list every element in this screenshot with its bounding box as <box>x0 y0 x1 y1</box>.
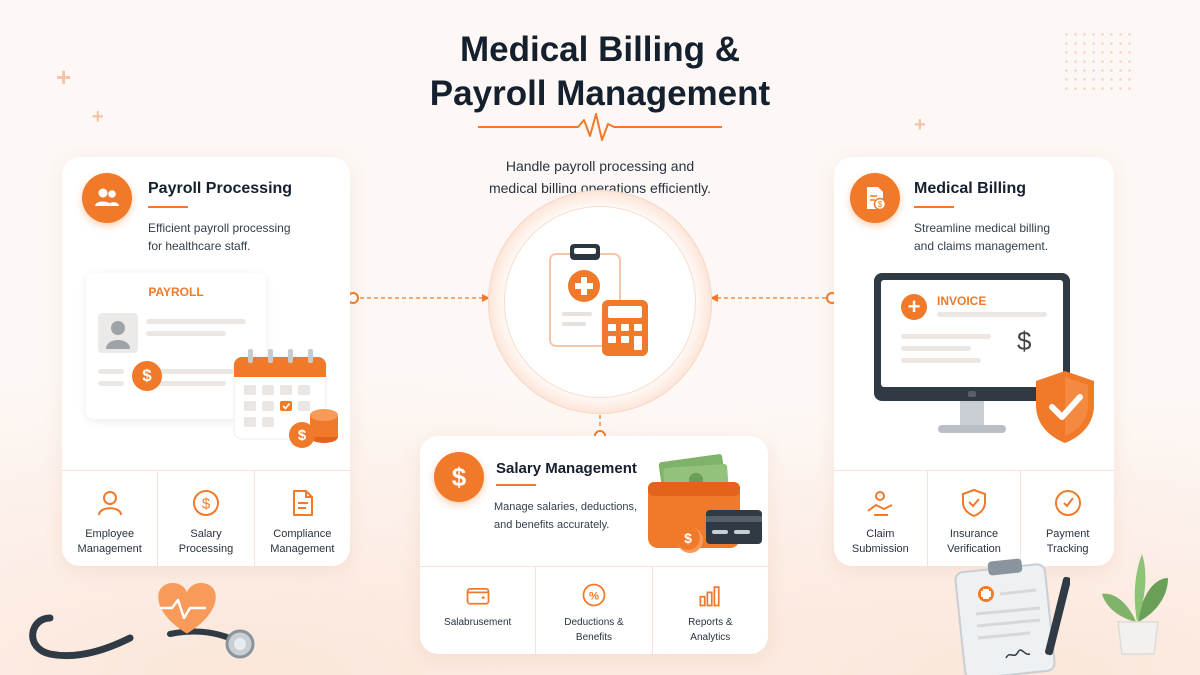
svg-text:%: % <box>589 590 599 602</box>
document-icon <box>293 490 314 516</box>
desc-line-2: and claims management. <box>914 239 1049 253</box>
page-title: Medical Billing & Payroll Management <box>0 28 1200 116</box>
potted-plant-icon <box>1102 554 1168 655</box>
salary-feature-row: Salabrusement % Deductions &Benefits Rep… <box>420 566 768 654</box>
feature-label: Deductions &Benefits <box>564 617 624 643</box>
page-subtitle: Handle payroll processing and medical bi… <box>400 155 800 199</box>
heartbeat-line-icon <box>478 113 722 141</box>
card-description: Manage salaries, deductions, and benefit… <box>494 498 637 534</box>
svg-text:$: $ <box>878 200 883 209</box>
svg-text:$: $ <box>298 427 307 444</box>
desc-line-2: and benefits accurately. <box>494 519 610 531</box>
card-description: Streamline medical billing and claims ma… <box>914 219 1050 255</box>
title-line-2: Payroll Management <box>429 74 771 113</box>
shield-check-icon <box>962 488 986 518</box>
title-underline <box>496 484 536 486</box>
shield-check-icon <box>1036 371 1094 443</box>
people-icon <box>82 173 132 223</box>
feature-label: Reports &Analytics <box>688 617 733 643</box>
hand-icon <box>867 491 893 516</box>
title-underline <box>148 206 188 208</box>
subtitle-line-2: medical billing operations efficiently. <box>488 180 712 196</box>
clipboard-pen-icon <box>954 558 1070 675</box>
bar-chart-icon <box>699 586 720 607</box>
avatar <box>98 313 138 353</box>
wallet-cash-icon: $ <box>648 454 762 553</box>
plus-decoration-icon: + <box>92 106 104 128</box>
feature-reports-analytics[interactable]: Reports &Analytics <box>651 567 768 654</box>
monitor-stand <box>960 401 984 427</box>
desc-line-1: Efficient payroll processing <box>148 221 291 235</box>
svg-text:$: $ <box>202 496 211 513</box>
card-inner: $ Salary Management Manage salaries, ded… <box>420 436 768 654</box>
percent-icon: % <box>582 583 606 607</box>
card-inner: Payroll Processing Efficient payroll pro… <box>62 157 350 566</box>
wallet-icon <box>466 588 490 605</box>
payroll-label: PAYROLL <box>148 285 204 299</box>
desc-line-1: Manage salaries, deductions, <box>494 501 638 513</box>
clipboard-calculator-icon <box>549 244 648 356</box>
desc-line-1: Streamline medical billing <box>914 221 1051 235</box>
desc-line-2: for healthcare staff. <box>148 239 251 253</box>
stethoscope-heart-icon <box>29 583 255 660</box>
feature-deductions-benefits[interactable]: % Deductions &Benefits <box>535 567 651 654</box>
card-title: Salary Management <box>496 460 637 477</box>
card-description: Efficient payroll processing for healthc… <box>148 219 291 255</box>
dollar-circle-icon: $ <box>192 490 219 516</box>
feature-salabrusement[interactable]: Salabrusement <box>420 567 535 654</box>
invoice-icon: $ <box>850 173 900 223</box>
dollar-icon: $ <box>132 361 162 391</box>
dot-pattern <box>1062 30 1132 90</box>
monitor-screen: + INVOICE $ <box>881 280 1063 387</box>
card-title: Medical Billing <box>914 180 1027 197</box>
title-underline <box>914 206 954 208</box>
plus-decoration-icon: + <box>914 114 926 136</box>
subtitle-line-1: Handle payroll processing and <box>505 158 695 174</box>
dollar-icon: $ <box>1017 326 1032 356</box>
dollar-icon: $ <box>434 452 484 502</box>
card-inner: $ Medical Billing Streamline medical bil… <box>834 157 1114 566</box>
medical-billing-card[interactable]: $ Medical Billing Streamline medical bil… <box>834 157 1114 566</box>
feature-label: Salabrusement <box>444 617 512 628</box>
svg-text:$: $ <box>684 530 692 546</box>
salary-management-card[interactable]: $ Salary Management Manage salaries, ded… <box>420 436 768 654</box>
calendar-coins-icon: $ <box>233 349 338 448</box>
invoice-label: INVOICE <box>937 294 987 308</box>
clock-arrow-icon <box>1054 490 1081 516</box>
monitor: + INVOICE $ <box>874 273 1070 401</box>
plus-decoration-icon: + <box>56 62 72 92</box>
card-title: Payroll Processing <box>148 180 293 197</box>
payroll-processing-card[interactable]: Payroll Processing Efficient payroll pro… <box>62 157 350 566</box>
medical-cross-icon: + <box>901 294 927 320</box>
person-icon <box>97 491 122 516</box>
monitor-base <box>938 425 1006 433</box>
title-line-1: Medical Billing & <box>459 30 741 69</box>
